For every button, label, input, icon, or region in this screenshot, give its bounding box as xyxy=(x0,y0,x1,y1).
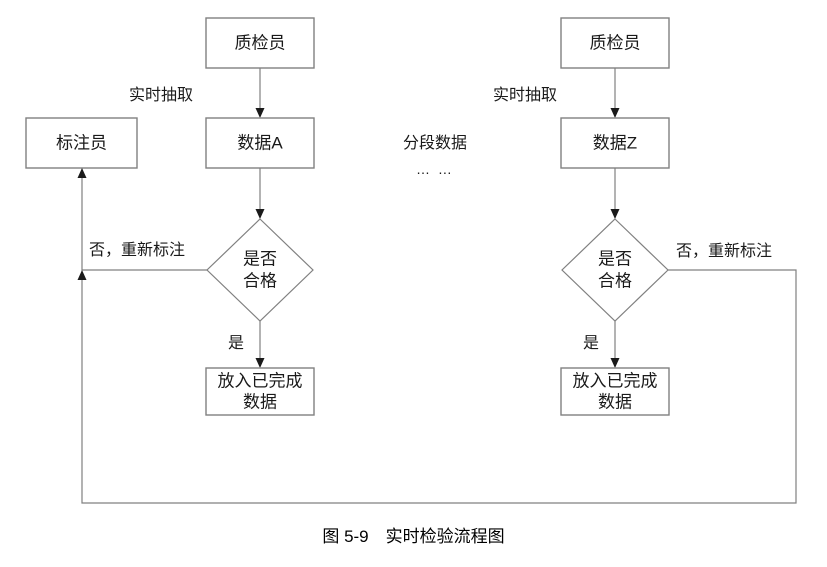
node-left-annotator: 标注员 xyxy=(25,117,138,169)
edge-right-data-to-decision xyxy=(610,168,620,219)
node-right-data-box xyxy=(560,117,670,169)
node-left-inspector: 质检员 xyxy=(205,17,315,69)
figure-caption: 图 5-9 实时检验流程图 xyxy=(322,527,505,546)
node-right-data-label: 数据Z xyxy=(593,133,637,152)
node-left-done-label-line2: 数据 xyxy=(243,392,277,411)
edge-label-left-extract: 实时抽取 xyxy=(129,86,193,104)
node-right-done-label-line2: 数据 xyxy=(598,392,632,411)
node-left-done: 放入已完成 数据 xyxy=(205,367,315,416)
node-left-annotator-box xyxy=(25,117,138,169)
node-left-inspector-box xyxy=(205,17,315,69)
arrow-down-icon xyxy=(255,358,265,368)
node-right-data: 数据Z xyxy=(560,117,670,169)
node-right-done-label-line1: 放入已完成 xyxy=(573,371,658,390)
node-left-data: 数据A xyxy=(205,117,315,169)
middle-note: 分段数据 … … xyxy=(403,134,467,177)
node-left-data-label: 数据A xyxy=(237,133,283,152)
node-right-decision: 是否 合格 xyxy=(561,218,669,322)
node-right-inspector: 质检员 xyxy=(560,17,670,69)
edge-label-left-yes: 是 xyxy=(228,335,244,352)
edge-right-no-return xyxy=(77,269,797,504)
middle-note-ellipsis: … … xyxy=(416,161,454,177)
node-left-decision-label-line1: 是否 xyxy=(243,249,277,268)
node-right-inspector-box xyxy=(560,17,670,69)
node-right-done: 放入已完成 数据 xyxy=(560,367,670,416)
edge-left-yes-to-done xyxy=(255,321,265,368)
edge-right-no-return-path xyxy=(81,269,797,504)
node-left-done-label-line1: 放入已完成 xyxy=(218,371,303,390)
edge-label-right-extract: 实时抽取 xyxy=(493,86,557,104)
node-left-annotator-label: 标注员 xyxy=(56,133,107,152)
edge-label-right-yes: 是 xyxy=(583,335,599,352)
node-right-done-box xyxy=(560,367,670,416)
node-left-decision: 是否 合格 xyxy=(206,218,314,322)
node-right-decision-label-line1: 是否 xyxy=(598,249,632,268)
edge-left-data-to-decision xyxy=(255,168,265,219)
arrow-down-icon xyxy=(255,108,265,118)
arrow-down-icon xyxy=(610,358,620,368)
arrow-down-icon xyxy=(255,209,265,219)
edge-label-right-no: 否，重新标注 xyxy=(676,242,772,260)
node-right-decision-label-line2: 合格 xyxy=(598,271,632,290)
arrow-down-icon xyxy=(610,209,620,219)
node-right-decision-shape xyxy=(561,218,669,322)
node-left-decision-shape xyxy=(206,218,314,322)
arrow-up-icon xyxy=(77,168,87,178)
arrow-down-icon xyxy=(610,108,620,118)
edge-left-inspector-to-data xyxy=(255,68,265,118)
middle-note-label: 分段数据 xyxy=(403,134,467,152)
arrow-up-icon xyxy=(77,270,87,280)
node-left-decision-label-line2: 合格 xyxy=(243,271,277,290)
node-left-done-box xyxy=(205,367,315,416)
node-left-inspector-label: 质检员 xyxy=(235,33,286,52)
edge-right-inspector-to-data xyxy=(610,68,620,118)
node-right-inspector-label: 质检员 xyxy=(590,33,641,52)
edge-right-yes-to-done xyxy=(610,321,620,368)
edge-label-left-no: 否，重新标注 xyxy=(89,241,185,259)
